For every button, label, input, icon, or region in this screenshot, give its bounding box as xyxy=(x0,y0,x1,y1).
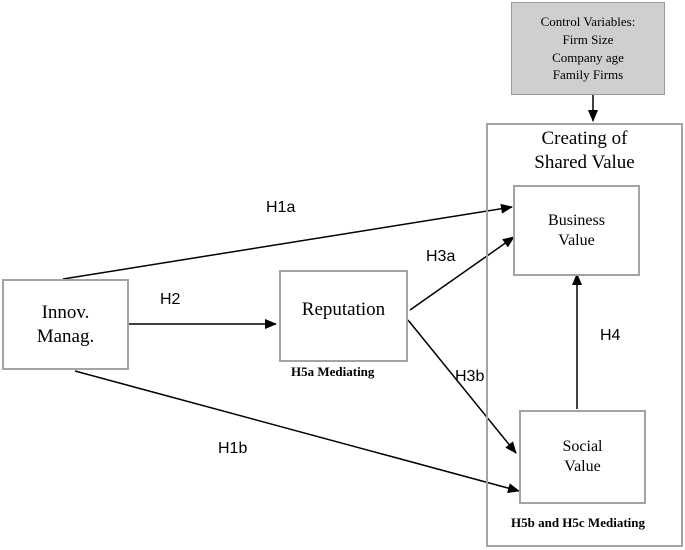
control-variables-title: Control Variables: xyxy=(540,14,636,30)
label-h5a-mediating: H5a Mediating xyxy=(291,364,375,379)
arrow-h3b xyxy=(407,319,517,454)
shared-value-title: Creating of Shared Value xyxy=(534,128,635,173)
node-reputation-label: Reputation xyxy=(301,299,386,320)
node-business-value: Business Value xyxy=(513,185,640,276)
node-innovation-line1: Innov. xyxy=(41,301,90,323)
arrow-h1b xyxy=(74,370,520,493)
label-h3a: H3a xyxy=(426,248,456,265)
node-reputation: Reputation xyxy=(279,270,408,362)
label-h1b: H1b xyxy=(218,440,248,457)
node-innovation-line2: Manag. xyxy=(36,325,95,347)
arrow-h3a xyxy=(409,236,515,311)
arrow-h1a xyxy=(62,203,513,280)
node-social-value: Social Value xyxy=(519,410,646,504)
node-social-line2: Value xyxy=(564,458,601,475)
label-h3b: H3b xyxy=(455,368,485,385)
node-social-line1: Social xyxy=(562,438,603,455)
label-h2: H2 xyxy=(160,291,181,308)
control-variable-item: Family Firms xyxy=(552,67,624,83)
node-business-line2: Value xyxy=(558,231,595,249)
control-variables-box: Control Variables: Firm Size Company age… xyxy=(511,2,665,95)
node-innovation-management: Innov. Manag. xyxy=(2,279,129,370)
node-business-line1: Business xyxy=(548,211,605,229)
shared-value-container: Creating of Shared Value xyxy=(486,123,683,547)
label-h1a: H1a xyxy=(266,199,296,216)
control-variable-item: Company age xyxy=(552,49,624,65)
label-h5bc-mediating: H5b and H5c Mediating xyxy=(511,515,645,530)
control-variable-item: Firm Size xyxy=(562,31,614,47)
label-h4: H4 xyxy=(600,327,621,344)
